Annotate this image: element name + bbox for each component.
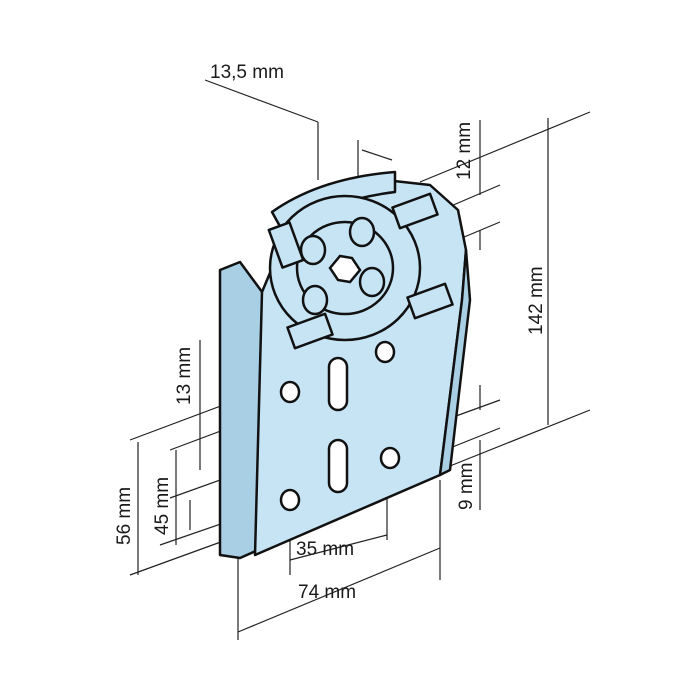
- dim-hole-height-outer: 56 mm: [114, 487, 135, 545]
- dim-bottom-gap: 9 mm: [456, 463, 477, 511]
- dim-offset-top: 13,5 mm: [210, 62, 284, 83]
- dim-slot-spacing: 13 mm: [174, 347, 195, 405]
- bracket-part: [218, 170, 472, 560]
- dim-hole-width: 35 mm: [296, 539, 354, 560]
- dim-width: 74 mm: [298, 582, 356, 603]
- dim-hole-height-inner: 45 mm: [152, 477, 173, 535]
- dim-top-gap: 12 mm: [454, 122, 475, 180]
- dim-height: 142 mm: [526, 266, 547, 335]
